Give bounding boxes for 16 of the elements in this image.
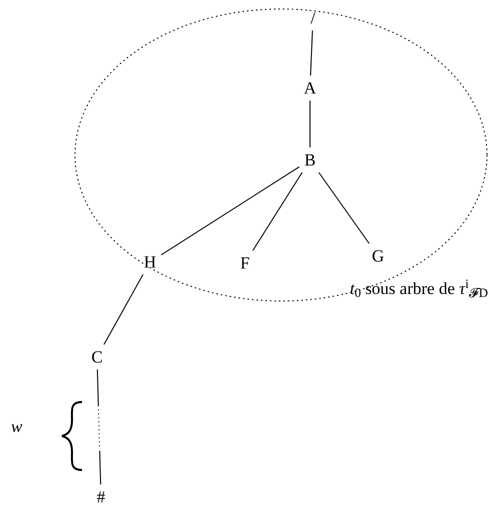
- tree-node-label: G: [370, 248, 386, 264]
- tree-node-label: /: [310, 10, 316, 26]
- tree-edge: [160, 166, 300, 256]
- tree-node-label: A: [302, 80, 318, 96]
- tree-edge: [96, 369, 102, 485]
- length-label: w: [11, 418, 22, 435]
- subtree-ellipse: [74, 8, 488, 302]
- tree-edge: [318, 172, 370, 244]
- tree-node-label: H: [142, 254, 158, 270]
- tree-edge: [252, 172, 303, 251]
- tree-node-label: F: [239, 254, 251, 272]
- tree-edge: [310, 30, 313, 76]
- tree-edge: [103, 274, 144, 345]
- tree-node-label: #: [96, 488, 106, 506]
- tree-node-label: C: [90, 348, 104, 366]
- tree-node-label: B: [303, 152, 317, 168]
